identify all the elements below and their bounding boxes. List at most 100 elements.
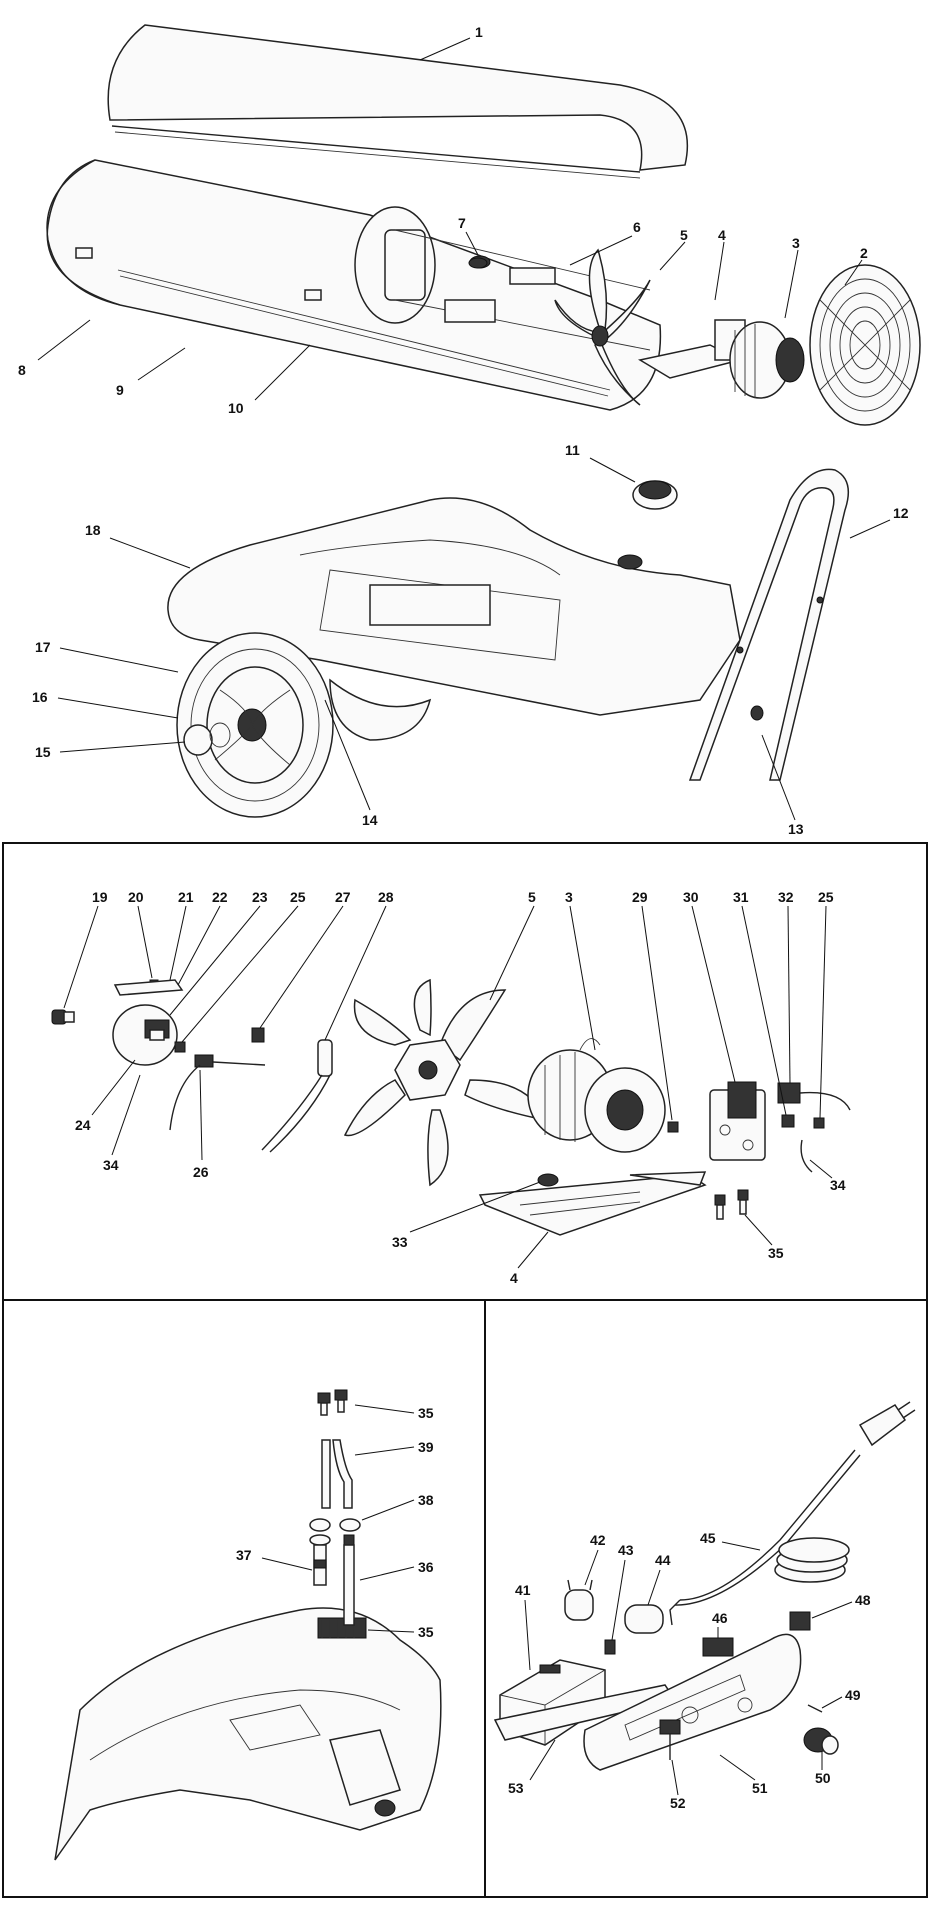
fuel-fitting-part bbox=[667, 1121, 679, 1133]
label-part-33: 33 bbox=[392, 1234, 408, 1250]
label-part-29: 29 bbox=[632, 889, 648, 905]
label-part-35a: 35 bbox=[768, 1245, 784, 1261]
label-part-15: 15 bbox=[35, 744, 51, 760]
label-part-43: 43 bbox=[618, 1542, 634, 1558]
tank-panel-labels: 35 39 38 37 36 35 bbox=[236, 1404, 434, 1640]
exploded-heater-panel: 1 2 3 4 5 6 7 8 9 10 11 12 13 1 bbox=[18, 24, 921, 837]
label-part-45: 45 bbox=[700, 1530, 716, 1546]
label-part-41: 41 bbox=[515, 1582, 531, 1598]
grommet-part bbox=[309, 1518, 361, 1532]
label-part-32: 32 bbox=[778, 889, 794, 905]
label-part-34a: 34 bbox=[103, 1157, 119, 1173]
label-part-19: 19 bbox=[92, 889, 108, 905]
label-part-22: 22 bbox=[212, 889, 228, 905]
burner-head-part bbox=[112, 1004, 178, 1066]
burner-fan-part bbox=[343, 978, 547, 1187]
clip-part bbox=[537, 1173, 559, 1187]
inner-burner-chamber bbox=[354, 206, 651, 351]
top-section-labels: 1 2 3 4 5 6 7 8 9 10 11 12 13 1 bbox=[18, 24, 909, 837]
rear-wheel-part bbox=[329, 678, 432, 741]
filter-part bbox=[309, 1534, 331, 1586]
nozzle-part bbox=[51, 1009, 75, 1025]
label-part-25a: 25 bbox=[290, 889, 306, 905]
label-part-48: 48 bbox=[855, 1592, 871, 1608]
label-part-16: 16 bbox=[32, 689, 48, 705]
fuel-hose-part bbox=[800, 1139, 813, 1173]
label-part-53: 53 bbox=[508, 1780, 524, 1796]
panel-frames bbox=[2, 842, 928, 1898]
fan-blade-part bbox=[554, 248, 651, 406]
pickup-tube-part bbox=[343, 1534, 355, 1626]
label-part-11: 11 bbox=[565, 442, 580, 458]
fuel-tank-assembly-panel: 35 39 38 37 36 35 bbox=[54, 1389, 442, 1861]
label-part-50: 50 bbox=[815, 1770, 831, 1786]
label-part-4: 4 bbox=[718, 227, 726, 243]
selector-switch-part bbox=[789, 1611, 811, 1631]
tank-shell-part bbox=[54, 1607, 442, 1861]
tank-screw-part bbox=[317, 1389, 348, 1416]
label-part-46: 46 bbox=[712, 1610, 728, 1626]
label-part-40: 39 bbox=[418, 1439, 434, 1455]
connector-part bbox=[777, 1082, 851, 1111]
label-part-30: 30 bbox=[683, 889, 699, 905]
label-part-9: 9 bbox=[116, 382, 124, 398]
small-knob-part bbox=[468, 257, 488, 269]
label-part-1: 1 bbox=[475, 24, 483, 40]
label-part-8: 8 bbox=[18, 362, 26, 378]
burner-panel-labels: 19 20 21 22 23 25 27 28 24 34 26 5 3 bbox=[63, 889, 846, 1286]
photocell-part bbox=[251, 1027, 265, 1043]
fuel-cap-part bbox=[632, 480, 678, 510]
label-part-10: 10 bbox=[228, 400, 244, 416]
label-part-31: 31 bbox=[733, 889, 749, 905]
side-panel-part bbox=[583, 1633, 802, 1771]
label-part-24: 24 bbox=[75, 1117, 91, 1133]
label-part-17: 17 bbox=[35, 639, 51, 655]
wheel-part bbox=[176, 632, 334, 818]
label-part-18: 18 bbox=[85, 522, 101, 538]
label-part-3: 3 bbox=[792, 235, 800, 251]
mounting-screw-part bbox=[714, 1189, 749, 1220]
electrode-part bbox=[169, 1054, 266, 1131]
second-capacitor-part bbox=[624, 1604, 664, 1634]
capacitor-part bbox=[564, 1579, 594, 1621]
electrical-panel-labels: 45 42 43 44 41 46 48 49 50 51 52 53 bbox=[508, 1530, 871, 1811]
label-part-13: 13 bbox=[788, 821, 804, 837]
label-part-44: 44 bbox=[655, 1552, 671, 1568]
fuel-pump-part bbox=[709, 1081, 766, 1161]
thermostat-part bbox=[659, 1719, 681, 1760]
rocker-switch-part bbox=[702, 1637, 734, 1657]
fitting-part bbox=[174, 1041, 186, 1053]
knob-part bbox=[803, 1727, 839, 1755]
label-part-14: 14 bbox=[362, 812, 378, 828]
label-part-36: 35 bbox=[418, 1624, 434, 1640]
elbow-fitting-part bbox=[781, 1114, 795, 1128]
label-part-39: 38 bbox=[418, 1492, 434, 1508]
label-part-6: 6 bbox=[633, 219, 641, 235]
handle-part bbox=[688, 468, 850, 781]
burner-motor-part bbox=[527, 1038, 666, 1153]
label-part-25b: 25 bbox=[818, 889, 834, 905]
label-part-28: 28 bbox=[378, 889, 394, 905]
label-part-49: 49 bbox=[845, 1687, 861, 1703]
label-part-12: 12 bbox=[893, 505, 909, 521]
upper-cover-part bbox=[107, 24, 689, 179]
fan-guard-part bbox=[809, 264, 921, 426]
fan-motor-part bbox=[729, 321, 805, 399]
label-part-20: 20 bbox=[128, 889, 144, 905]
label-part-27: 27 bbox=[335, 889, 351, 905]
label-part-5: 5 bbox=[680, 227, 688, 243]
label-part-52: 52 bbox=[670, 1795, 686, 1811]
fuel-tank-part bbox=[167, 497, 741, 716]
label-part-35b: 35 bbox=[418, 1405, 434, 1421]
label-part-4b: 4 bbox=[510, 1270, 518, 1286]
panel-screw-part bbox=[807, 1704, 823, 1713]
electrical-panel: 45 42 43 44 41 46 48 49 50 51 52 53 bbox=[493, 1401, 916, 1811]
power-cord-part bbox=[669, 1401, 916, 1626]
hubcap-part bbox=[183, 722, 231, 756]
tank-hose-part bbox=[321, 1439, 353, 1509]
handle-nut-part bbox=[750, 705, 764, 721]
label-part-26: 26 bbox=[193, 1164, 209, 1180]
burner-assembly-panel: 19 20 21 22 23 25 27 28 24 34 26 5 3 bbox=[51, 889, 851, 1286]
label-part-21: 21 bbox=[178, 889, 194, 905]
burner-bracket-part bbox=[478, 1171, 707, 1236]
